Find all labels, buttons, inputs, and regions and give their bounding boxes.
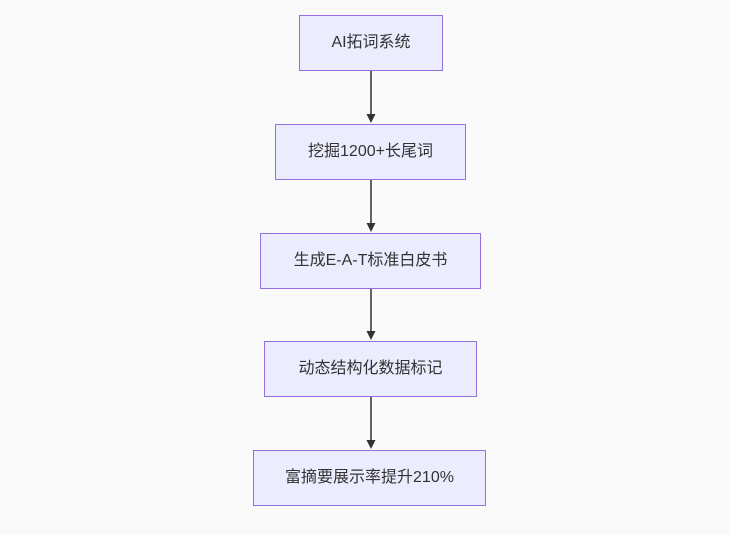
- flowchart-node-ai-word-expansion-system: AI拓词系统: [299, 15, 443, 71]
- node-label: AI拓词系统: [331, 34, 411, 52]
- flowchart-node-generate-eat-whitepaper: 生成E-A-T标准白皮书: [260, 233, 481, 289]
- flowchart-node-rich-snippet-rate-increase: 富摘要展示率提升210%: [253, 450, 486, 506]
- node-label: 动态结构化数据标记: [298, 360, 443, 378]
- flowchart-node-mine-longtail-keywords: 挖掘1200+长尾词: [275, 124, 466, 180]
- node-label: 富摘要展示率提升210%: [285, 469, 454, 487]
- node-label: 挖掘1200+长尾词: [308, 143, 433, 161]
- node-label: 生成E-A-T标准白皮书: [293, 252, 448, 270]
- flowchart-node-dynamic-structured-data-markup: 动态结构化数据标记: [264, 341, 477, 397]
